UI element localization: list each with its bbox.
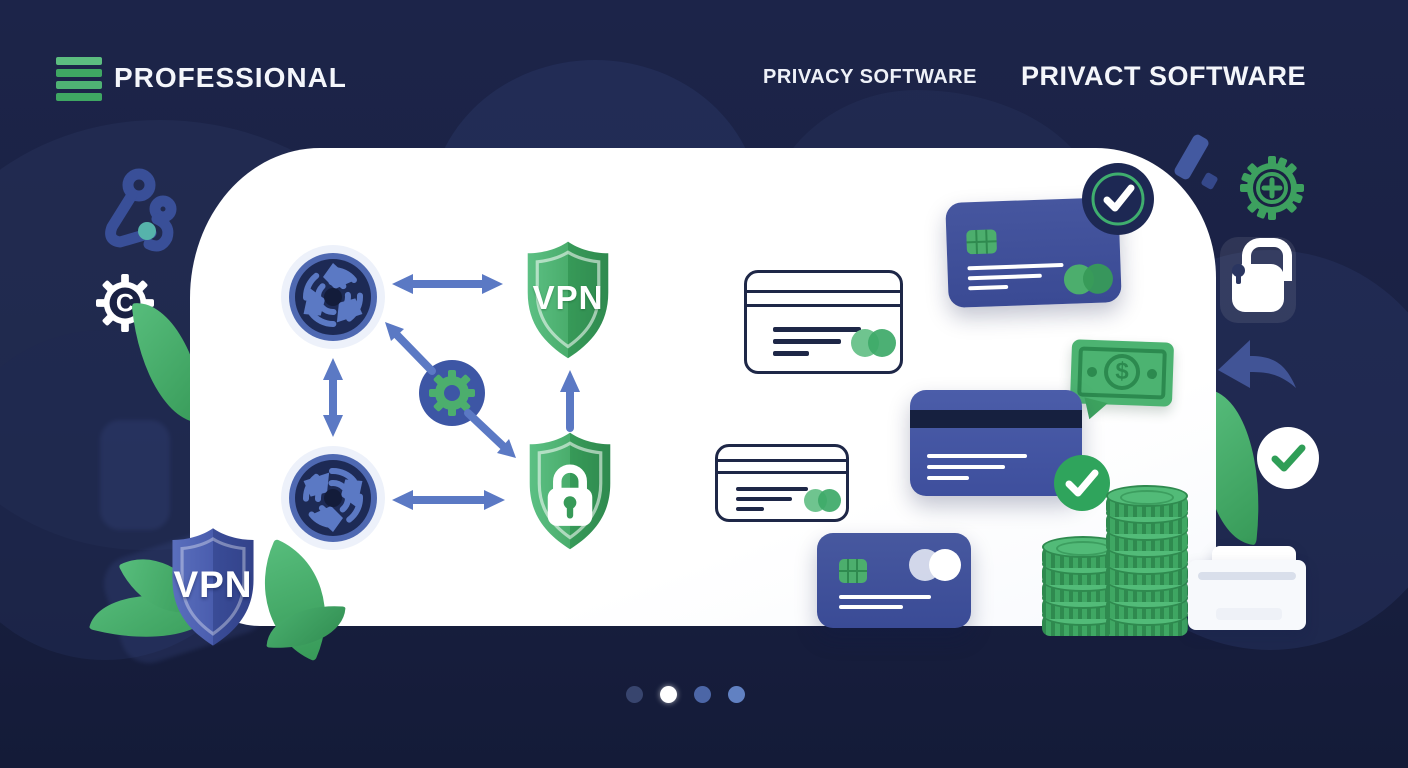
- card-text-line: [927, 454, 1027, 458]
- pen-tip-icon: [1200, 171, 1219, 191]
- coin-stack-tall: [1106, 485, 1192, 638]
- vpn-badge-icon: VPN: [146, 524, 280, 652]
- dollar-bill-icon: $: [1069, 339, 1175, 423]
- paper-line: [1198, 572, 1296, 580]
- brand-name[interactable]: PROFESSIONAL: [114, 62, 347, 93]
- nav-privacy-software[interactable]: PRIVACY SOFTWARE: [763, 66, 977, 88]
- diagram-arrows: [323, 274, 580, 510]
- faint-person-shape: [100, 420, 170, 530]
- share-arrow-icon: [1218, 340, 1296, 388]
- vpn-badge-label: VPN: [173, 564, 253, 605]
- menu-bars-logo-icon[interactable]: [56, 57, 102, 101]
- carousel-dots: [626, 686, 745, 703]
- card-text-line: [967, 262, 1064, 271]
- carousel-dot-4[interactable]: [728, 686, 745, 703]
- check-circle-green-icon: [1054, 455, 1110, 511]
- card-text-line: [736, 507, 764, 511]
- check-circle-white-icon: [1257, 427, 1319, 489]
- card-text-line: [773, 327, 861, 332]
- card-text-line: [968, 284, 1009, 291]
- payment-logo-circle: [868, 329, 896, 357]
- card-text-line: [967, 273, 1042, 281]
- outline-credit-card: [744, 270, 903, 374]
- lock-body: [1232, 264, 1284, 312]
- card-stripe: [718, 471, 846, 474]
- carousel-dot-1[interactable]: [626, 686, 643, 703]
- card-chip: [839, 559, 867, 583]
- vpn-shield-icon: VPN: [515, 237, 621, 365]
- card-text-line: [773, 351, 809, 356]
- gear-plus-icon: [1240, 156, 1304, 220]
- card-text-line: [736, 497, 792, 501]
- carousel-dot-3[interactable]: [694, 686, 711, 703]
- magnetic-stripe: [910, 410, 1082, 428]
- card-text-line: [927, 476, 969, 480]
- page-title: PRIVACT SOFTWARE: [1021, 61, 1307, 91]
- card-stripe: [747, 304, 900, 307]
- outline-credit-card: [715, 444, 849, 522]
- card-stripe: [718, 459, 846, 462]
- blue-credit-card-stripe: [910, 390, 1082, 496]
- card-text-line: [773, 339, 841, 344]
- card-text-line: [839, 605, 903, 609]
- payment-logo-circle: [929, 549, 961, 581]
- paper-line: [1216, 608, 1282, 620]
- card-stripe: [747, 290, 900, 293]
- payment-logo-circle: [1082, 263, 1114, 295]
- keyhole: [1232, 264, 1245, 277]
- card-text-line: [927, 465, 1005, 469]
- vpn-shield-label: VPN: [532, 279, 604, 316]
- lock-shield-icon: [517, 428, 623, 556]
- paper-stack-front: [1188, 560, 1306, 630]
- verified-check-badge-icon: [1082, 163, 1154, 235]
- carousel-dot-2[interactable]: [660, 686, 677, 703]
- card-text-line: [839, 595, 931, 599]
- blue-credit-card-bottom: [817, 533, 971, 628]
- copyright-symbol: C: [116, 290, 134, 318]
- card-text-line: [736, 487, 808, 491]
- network-nodes-icon: [105, 168, 177, 252]
- card-chip: [966, 229, 998, 255]
- payment-logo-circle: [818, 489, 841, 512]
